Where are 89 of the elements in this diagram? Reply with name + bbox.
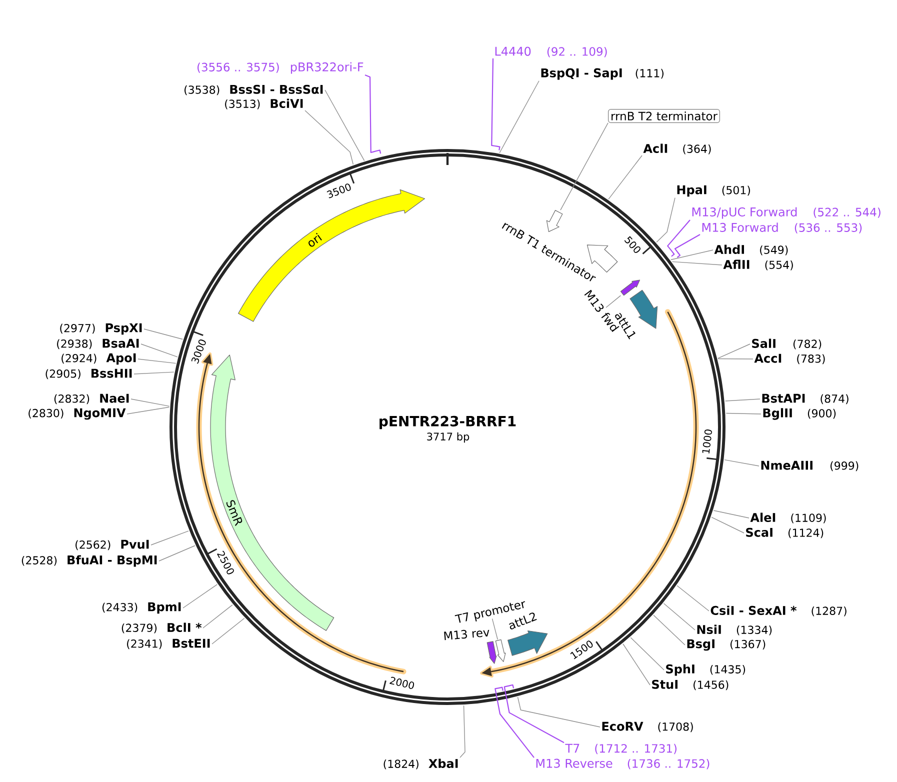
leader-line	[499, 80, 540, 154]
leader-line	[606, 295, 621, 308]
site-label: EcoRV (1708)	[602, 722, 693, 732]
leader-line	[517, 696, 600, 728]
site-label: AflII (554)	[723, 260, 793, 270]
leader-line	[324, 90, 365, 162]
leader-line	[202, 604, 233, 628]
size-label: 3717 bp	[427, 432, 470, 443]
primer-label: T7 (1712 .. 1731)	[565, 744, 676, 754]
site-label: SalI (782)	[752, 338, 822, 350]
leader-line	[663, 603, 696, 630]
leader-line	[158, 545, 196, 562]
site-label: (2341) BstEII	[127, 638, 210, 650]
leader-line	[670, 250, 714, 260]
site-label: NsiI (1334)	[697, 624, 772, 636]
site-label: (2905) BssHII	[46, 368, 132, 380]
site-label: BglII (900)	[763, 408, 836, 420]
leader-line	[676, 585, 710, 612]
leader-line	[460, 705, 466, 758]
site-label: ScaI (1124)	[746, 528, 824, 538]
site-label: AleI (1109)	[750, 512, 826, 524]
leader-line	[667, 220, 690, 257]
site-label: BspQI - SapI (111)	[541, 68, 664, 80]
site-label: (2832) NaeI	[54, 394, 129, 404]
leader-line	[724, 398, 760, 402]
map-title: pENTR223-BRRF1	[380, 416, 516, 430]
tick-label: 3000	[191, 340, 206, 364]
leader-line	[674, 234, 700, 258]
leader-line	[494, 686, 534, 758]
feature-label: M13 rev	[444, 630, 490, 640]
leader-line	[672, 261, 722, 266]
leader-line	[364, 74, 382, 154]
label-box: rrnB T2 terminator	[608, 109, 720, 123]
leader-line	[140, 344, 178, 358]
primer-label: L4440 (92 .. 109)	[495, 46, 607, 58]
leader-line	[504, 684, 564, 744]
site-label: CsiI - SexAI * (1287)	[710, 606, 846, 616]
site-label: (3538) BssSI - BssSαI	[184, 84, 323, 96]
leader-line	[622, 644, 650, 686]
site-label: (2830) NgoMIV	[28, 408, 126, 420]
primer-label: M13/pUC Forward (522 .. 544)	[692, 207, 880, 219]
site-label: (2977) PspXI	[60, 323, 142, 335]
site-label: (2562) PvuI	[76, 540, 149, 550]
site-label: (2528) BfuAI - BspMI	[22, 555, 157, 567]
site-label: NmeAIII (999)	[761, 460, 858, 472]
tick-label: 2000	[390, 676, 414, 690]
site-label: (2938) BsaAI	[57, 338, 139, 350]
primer-label: M13 Forward (536 .. 553)	[702, 222, 862, 234]
leader-line	[491, 58, 500, 150]
leader-line	[608, 155, 642, 200]
leader-line	[724, 459, 760, 466]
leader-line	[212, 618, 245, 644]
leader-line	[653, 614, 686, 646]
leader-line	[656, 197, 676, 243]
site-label: BsgI (1367)	[687, 639, 766, 651]
site-label: StuI (1456)	[652, 680, 728, 690]
leader-line	[126, 406, 170, 414]
leader-line	[130, 398, 170, 407]
leader-line	[150, 530, 189, 546]
leader-line	[304, 110, 354, 165]
primer-label: (3556 .. 3575) pBR322ori-F	[198, 62, 364, 74]
leader-line	[134, 372, 174, 374]
primer-label: M13 Reverse (1736 .. 1752)	[536, 758, 710, 770]
site-label: SphI (1435)	[666, 664, 746, 676]
site-label: HpaI (501)	[677, 185, 750, 197]
leader-line	[726, 412, 762, 414]
site-label: (2433) BpmI	[102, 602, 181, 614]
leader-line	[182, 584, 218, 608]
leader-line	[560, 122, 608, 210]
leader-line	[630, 637, 664, 670]
sequence-feature	[620, 280, 640, 296]
tick-label: 1000	[702, 430, 712, 454]
site-label: BstAPI (874)	[762, 394, 848, 404]
site-label: AhdI (549)	[714, 244, 788, 256]
site-label: AclI (364)	[643, 144, 711, 154]
site-label: (2924) ApoI	[62, 353, 136, 365]
leader-line	[718, 358, 754, 360]
leader-line	[492, 618, 498, 640]
sequence-feature	[546, 210, 563, 232]
leader-line	[138, 358, 176, 364]
leader-line	[711, 516, 744, 534]
site-label: AccI (783)	[754, 354, 825, 364]
site-label: (2379) BclI *	[122, 622, 202, 634]
leader-line	[713, 510, 750, 518]
leader-line	[144, 328, 184, 340]
site-label: (1824) XbaI	[384, 758, 458, 770]
leader-line	[718, 344, 750, 359]
site-label: (3513) BciVI	[225, 98, 303, 110]
sequence-feature	[495, 639, 506, 662]
